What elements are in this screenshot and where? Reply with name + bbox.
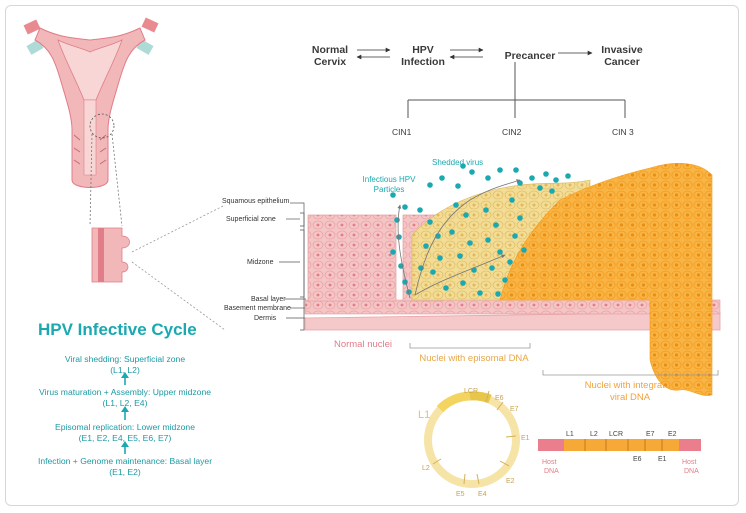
stage-episomal-proteins: (E1, E2, E4, E5, E6, E7) bbox=[78, 433, 172, 443]
midzone-label: Midzone bbox=[247, 259, 274, 266]
flow-invasive-line1: Invasive bbox=[601, 44, 643, 56]
integrated-caption: Nuclei with integrated viral DNA bbox=[560, 380, 700, 404]
infectious-line2: Particles bbox=[373, 185, 405, 194]
stage-shedding-title: Viral shedding: Superficial zone bbox=[64, 354, 186, 364]
squamous-epithelium-label: Squamous epithelium bbox=[222, 198, 290, 205]
flow-precancer: Precancer bbox=[504, 50, 556, 62]
stage-episomal: Episomal replication: Lower midzone (E1,… bbox=[0, 422, 250, 444]
stage-episomal-title: Episomal replication: Lower midzone bbox=[55, 422, 195, 432]
flow-hpv-line2: Infection bbox=[401, 56, 445, 68]
stage-shedding: Viral shedding: Superficial zone (L1, L2… bbox=[0, 354, 250, 376]
basement-membrane-label: Basement membrane bbox=[224, 305, 291, 312]
stage-shedding-proteins: (L1, L2) bbox=[110, 365, 140, 375]
stage-infection-proteins: (E1, E2) bbox=[109, 467, 141, 477]
flow-hpv-line1: HPV bbox=[412, 44, 434, 56]
flow-normal-line1: Normal bbox=[311, 44, 349, 56]
stage-maturation-proteins: (L1, L2, E4) bbox=[102, 398, 148, 408]
episomal-caption: Nuclei with episomal DNA bbox=[419, 353, 529, 364]
integrated-line1: Nuclei with integrated bbox=[584, 380, 676, 391]
integrated-line2: viral DNA bbox=[609, 392, 651, 403]
cycle-title: HPV Infective Cycle bbox=[38, 320, 197, 339]
stage-infection: Infection + Genome maintenance: Basal la… bbox=[0, 456, 250, 478]
stage-maturation: Virus maturation + Assembly: Upper midzo… bbox=[0, 387, 250, 409]
cin2-label: CIN2 bbox=[502, 127, 522, 137]
flow-normal-cervix: Normal Cervix bbox=[300, 44, 360, 68]
cin3-label: CIN 3 bbox=[612, 127, 634, 137]
stage-maturation-title: Virus maturation + Assembly: Upper midzo… bbox=[38, 387, 212, 397]
figure-border bbox=[5, 5, 739, 506]
flow-hpv-infection: HPV Infection bbox=[393, 44, 453, 68]
normal-nuclei-caption: Normal nuclei bbox=[333, 339, 393, 350]
stage-infection-title: Infection + Genome maintenance: Basal la… bbox=[37, 456, 213, 466]
basal-layer-label: Basal layer bbox=[251, 296, 286, 303]
infectious-particles-label: Infectious HPV Particles bbox=[352, 175, 426, 195]
flow-invasive-line2: Cancer bbox=[604, 56, 640, 68]
superficial-zone-label: Superficial zone bbox=[226, 216, 276, 223]
shedded-virus-label: Shedded virus bbox=[432, 158, 484, 167]
infectious-line1: Infectious HPV bbox=[362, 175, 416, 184]
flow-normal-line2: Cervix bbox=[313, 56, 347, 68]
cin1-label: CIN1 bbox=[392, 127, 412, 137]
flow-invasive-cancer: Invasive Cancer bbox=[592, 44, 652, 68]
dermis-label: Dermis bbox=[254, 315, 277, 322]
